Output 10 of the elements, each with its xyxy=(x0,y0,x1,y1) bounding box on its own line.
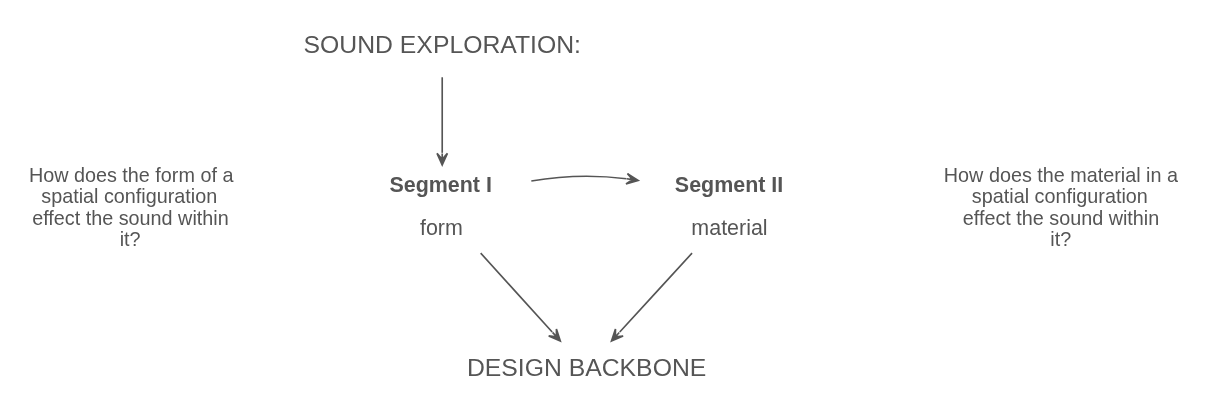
arrow xyxy=(610,252,693,342)
label: How does the material in a spatial configuration effect the sound within it? xyxy=(943,163,1179,251)
arrow xyxy=(436,76,449,166)
node-text: DESIGN BACKBONE xyxy=(466,354,707,382)
label: How does the form of a spatial configuration effect the sound within it? xyxy=(28,163,234,251)
node-text: Segment I form xyxy=(389,173,492,241)
arrow xyxy=(479,252,562,342)
arrow xyxy=(530,172,639,185)
node-text: Segment II material xyxy=(674,173,784,241)
node-text: SOUND EXPLORATION: xyxy=(303,31,581,59)
